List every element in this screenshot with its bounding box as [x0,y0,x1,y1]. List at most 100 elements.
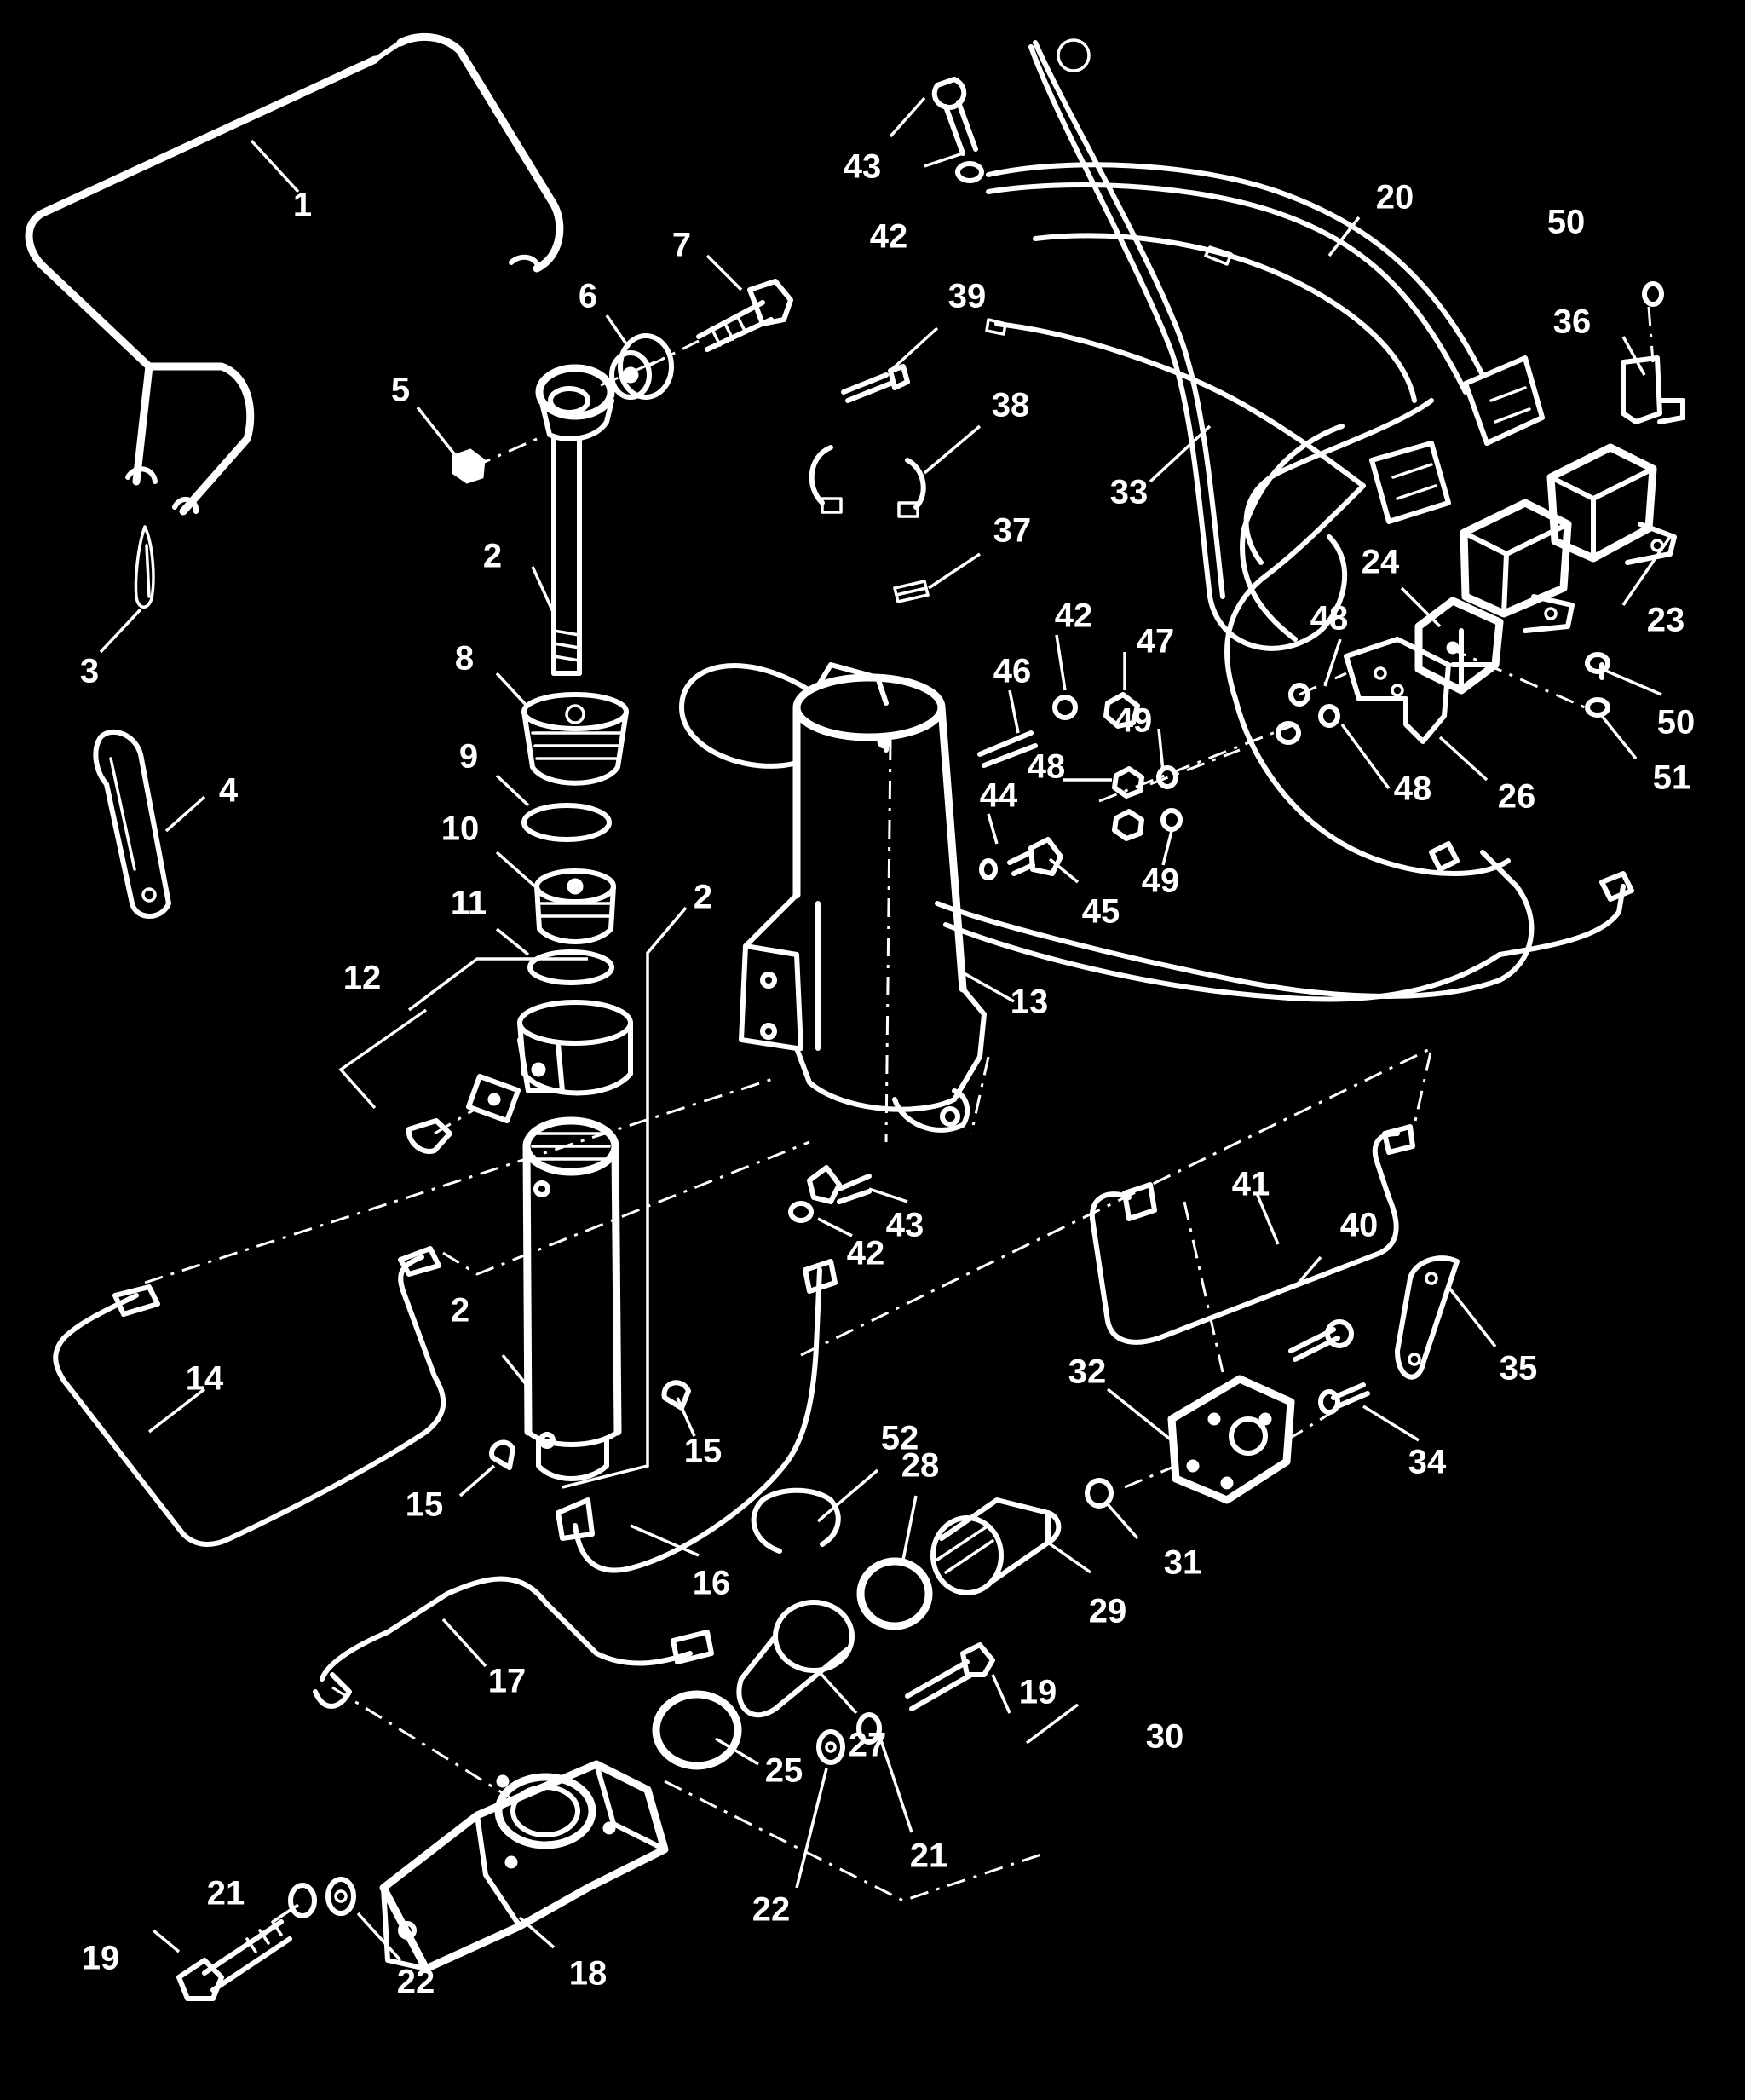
callout-6: 6 [579,278,597,315]
part-28-o-ring [856,1557,933,1630]
part-7-bolt [696,279,793,352]
callout-2: 2 [483,538,502,575]
part-21-22-washers [288,1712,882,1918]
callout-24: 24 [1362,544,1400,581]
part-31-o-ring [1085,1478,1114,1509]
part-3-cotter-pin [134,525,155,609]
callout-25: 25 [765,1752,803,1790]
callout-8: 8 [455,640,474,678]
callout-3: 3 [80,653,99,690]
part-1-tube [25,32,564,516]
callout-5: 5 [391,372,410,409]
callout-2: 2 [451,1292,469,1330]
leader-lines [99,96,1672,1962]
callout-1: 1 [293,187,312,224]
callout-2: 2 [694,879,712,916]
part-23-relays [1460,443,1677,633]
part-32-cover [1167,1375,1295,1504]
part-6-bushing [609,333,674,400]
callout-47: 47 [1137,623,1175,661]
part-4-slotted-link [93,729,171,919]
callout-19: 19 [1019,1674,1057,1711]
callout-49: 49 [1142,862,1180,900]
part-12-clamp [406,1000,633,1154]
callout-43: 43 [886,1207,924,1244]
part-34-screw [1318,1382,1370,1415]
callout-19: 19 [82,1940,120,1977]
callout-numbers: 1 2 2 2 3 4 5 6 7 8 9 10 11 12 13 14 15 … [80,148,1695,2001]
part-40-screw [1288,1319,1354,1362]
part-25-o-ring [652,1690,742,1770]
part-43-42-top-bolt [931,77,984,183]
callout-12: 12 [343,960,382,997]
callout-26: 26 [1498,778,1536,816]
callout-38: 38 [992,387,1030,424]
part-29-piston [930,1497,1062,1595]
part-37-spring [893,580,930,603]
parts-linework [25,32,1685,2001]
callout-46: 46 [993,653,1032,690]
callout-13: 13 [1011,984,1049,1021]
part-11-o-ring [527,949,614,985]
callout-29: 29 [1089,1593,1127,1630]
callout-40: 40 [1340,1207,1379,1244]
part-16-hydraulic-line [556,1259,838,1573]
part-18-manifold [379,1760,669,1973]
part-39-terminal [841,364,910,403]
part-13-pump-motor [679,662,987,1133]
callout-15: 15 [684,1433,723,1470]
alignment-dash-lines [144,306,1655,1902]
callout-35: 35 [1500,1350,1538,1388]
callout-44: 44 [980,777,1018,815]
callout-18: 18 [569,1955,608,1993]
part-2-upper-rod [535,364,615,676]
callout-17: 17 [488,1663,527,1700]
callout-49: 49 [1114,702,1153,740]
part-52-retaining-ring [751,1487,841,1554]
callout-42: 42 [1055,597,1093,635]
callout-27: 27 [849,1727,887,1764]
part-20-33-wire-harness [935,38,1634,1002]
part-5-nut [452,448,486,484]
callout-15: 15 [406,1486,444,1524]
callout-51: 51 [1653,759,1691,797]
callout-37: 37 [993,512,1032,550]
part-17-hydraulic-line [313,1576,714,1709]
callout-34: 34 [1408,1444,1447,1481]
callout-21: 21 [207,1875,245,1912]
part-9-o-ring [521,803,612,842]
part-50-screws [1585,281,1664,680]
callout-42: 42 [847,1235,885,1272]
callout-39: 39 [948,278,987,315]
callout-52: 52 [881,1420,919,1457]
callout-31: 31 [1164,1544,1202,1582]
callout-9: 9 [459,738,478,776]
part-35-bracket [1395,1255,1460,1380]
callout-45: 45 [1082,893,1120,931]
callout-32: 32 [1068,1353,1107,1391]
callout-50: 50 [1547,204,1586,241]
callout-22: 22 [752,1891,791,1929]
callout-41: 41 [1232,1166,1270,1203]
part-27-sleeve [736,1600,855,1717]
callout-21: 21 [910,1838,948,1875]
part-15-fittings [489,1380,691,1470]
callout-50: 50 [1657,704,1696,741]
callout-33: 33 [1110,474,1149,511]
callout-10: 10 [441,811,480,848]
callout-42: 42 [870,218,908,256]
callout-48: 48 [1028,748,1066,786]
parts-48-49-nuts-washers [1112,683,1340,841]
part-10-piston [534,868,616,944]
callout-30: 30 [1146,1718,1184,1756]
callout-11: 11 [451,885,487,922]
callout-22: 22 [397,1964,435,2001]
callout-23: 23 [1647,602,1685,639]
callout-14: 14 [186,1360,224,1398]
callout-36: 36 [1553,303,1592,341]
callout-48: 48 [1394,770,1432,808]
callout-48: 48 [1310,600,1349,638]
callout-16: 16 [693,1565,731,1602]
